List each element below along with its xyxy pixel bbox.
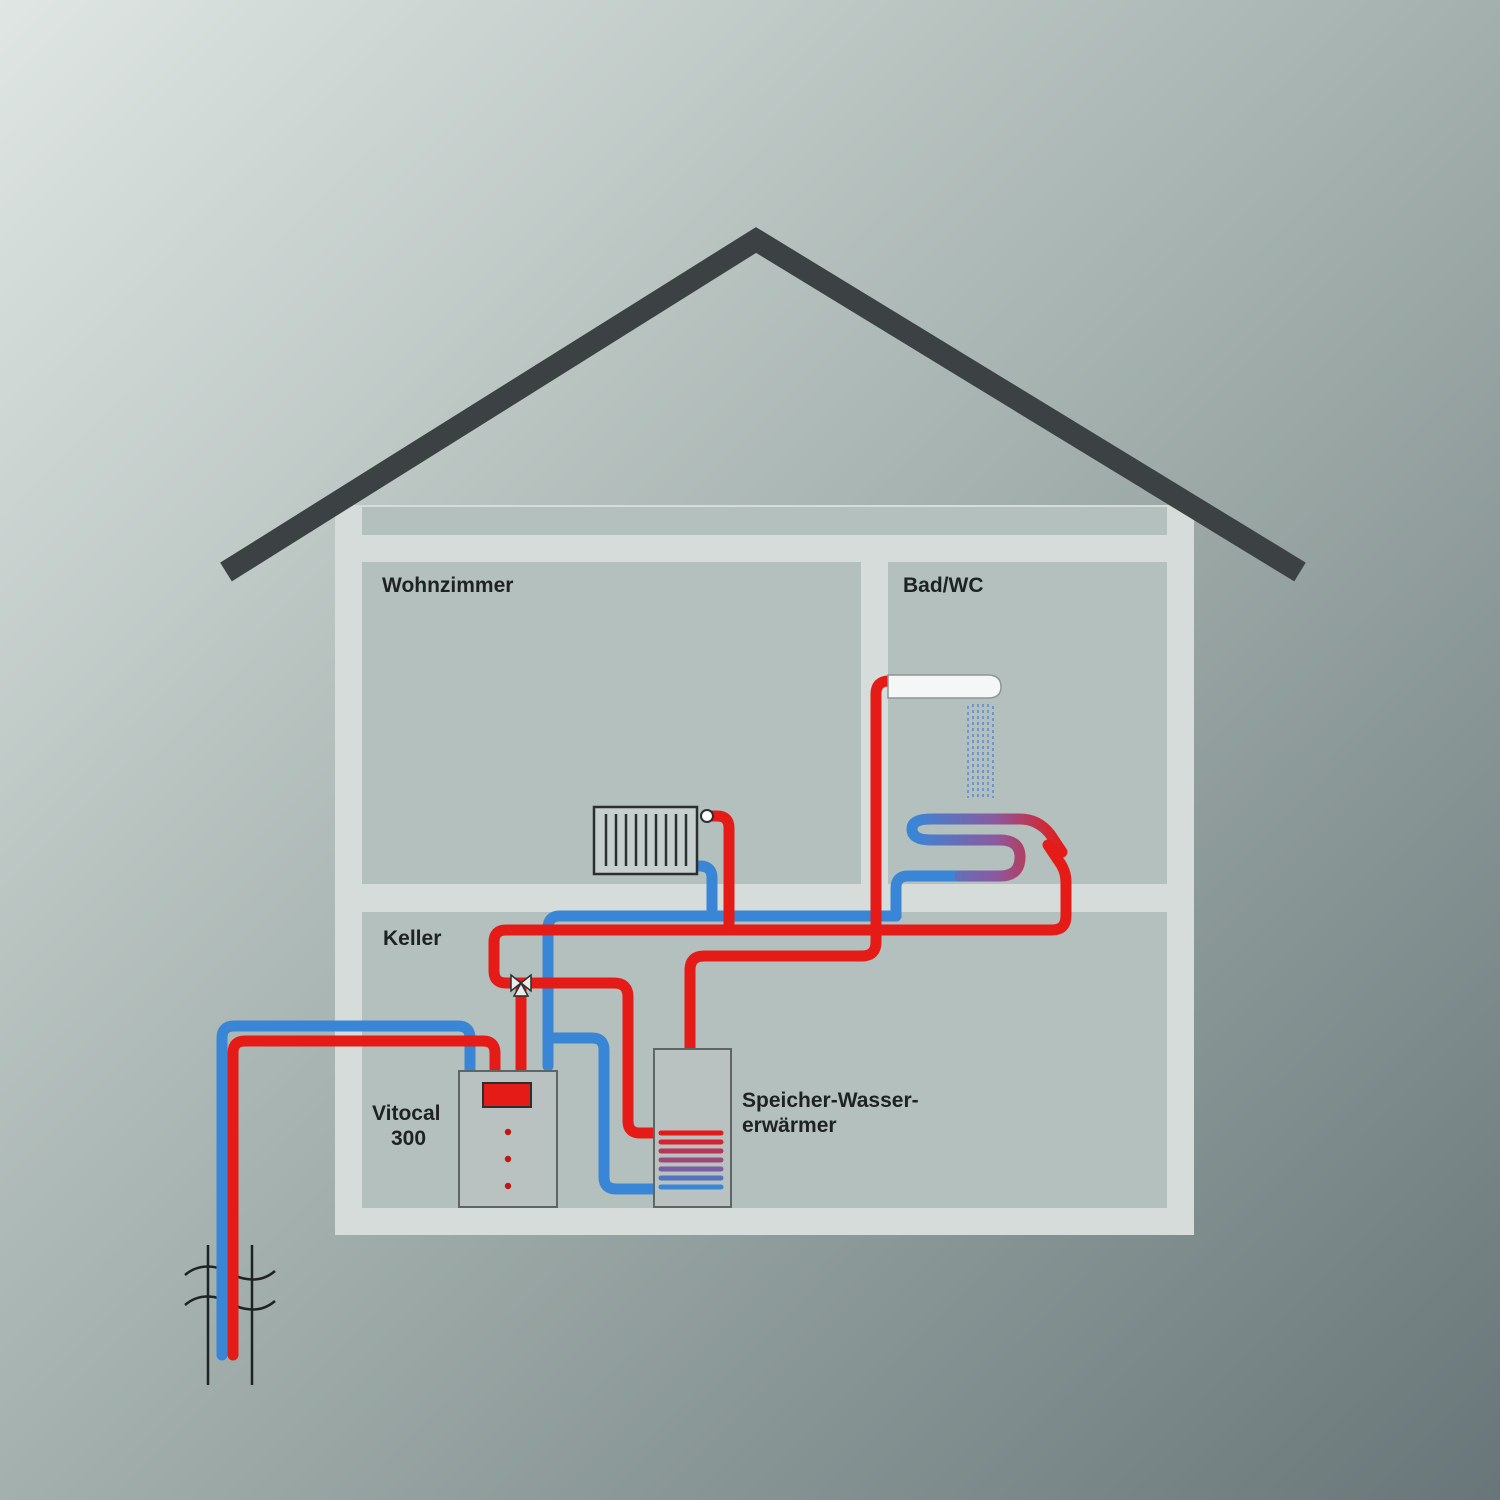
hot-water-supply-pipe [684,675,899,1056]
label-speicher-line2: erwärmer [742,1114,837,1137]
heating-flow-pipe [488,839,1072,989]
brine-pipe-cold [216,1020,476,1361]
three-way-valve-icon [510,973,532,997]
radiator-valve-icon [700,809,714,823]
label-bad-wc: Bad/WC [903,574,984,597]
shower-spray [967,704,994,798]
room-bad-wc [888,562,1167,884]
label-keller: Keller [383,927,441,950]
storage-heat-coil [658,1130,724,1190]
storage-charge-pipe [515,977,666,1139]
radiator-return-pipe [694,860,718,922]
heat-pump-display [482,1082,532,1108]
label-wohnzimmer: Wohnzimmer [382,574,513,597]
heat-pump-led [504,1182,512,1190]
label-vitocal-line1: Vitocal [372,1102,440,1125]
label-speicher-line1: Speicher-Wasser- [742,1089,919,1112]
shower-head-icon [887,674,1002,798]
attic-space [362,507,1167,535]
floor-heating-coil [906,813,1068,882]
heat-pump-led [504,1155,512,1163]
brine-pipe-hot [227,1035,501,1361]
roof-shape [220,227,1306,582]
heat-pump-unit [458,1070,558,1208]
radiator-icon [592,805,714,876]
heat-pump-led [504,1128,512,1136]
floor-heating-return-pipe [890,870,966,922]
hot-pipes [227,675,1072,1361]
water-storage-heater [653,1048,732,1208]
radiator-flow-pipe [700,810,735,936]
cold-water-pipe [542,1032,662,1195]
label-vitocal-line2: 300 [391,1127,426,1150]
